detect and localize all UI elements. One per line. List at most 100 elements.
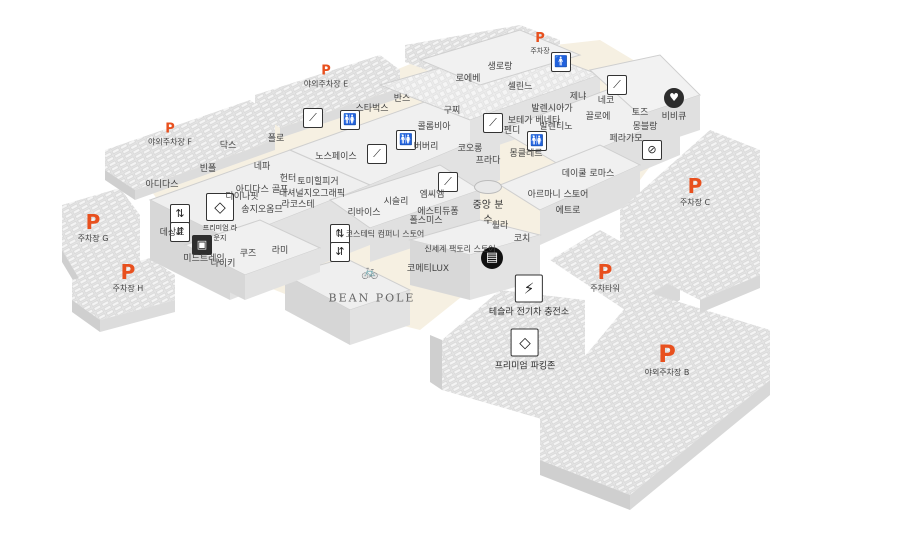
premium-lounge-label: 프리미엄 라운지 bbox=[202, 224, 238, 242]
parking-icon: P bbox=[597, 260, 613, 284]
bus-stop[interactable]: ▤ bbox=[481, 247, 503, 269]
store-label[interactable]: 내셔널지오그래픽 bbox=[278, 189, 346, 200]
store-label[interactable]: 휠라 bbox=[491, 221, 509, 232]
store-label[interactable]: 스타벅스 bbox=[355, 104, 389, 115]
smoking-icon[interactable]: ⊘ bbox=[642, 140, 662, 160]
store-label[interactable]: 코오롱 bbox=[457, 144, 483, 155]
store-label[interactable]: 제냐 bbox=[569, 92, 587, 103]
parking-top-label: 주차장 bbox=[530, 47, 550, 55]
store-label[interactable]: 페라가모 bbox=[609, 134, 643, 145]
store-label[interactable]: 미드트레인 bbox=[183, 254, 225, 265]
parking-b-pin[interactable]: P 야외주차장 B bbox=[645, 342, 690, 378]
store-label[interactable]: 로에베 bbox=[455, 74, 481, 85]
store-label[interactable]: 시슬리 bbox=[383, 197, 409, 208]
store-label[interactable]: 끌로에 bbox=[585, 112, 611, 123]
store-label[interactable]: 토미힐피거 bbox=[297, 177, 339, 188]
store-label[interactable]: 신세계 팩토리 스토어 bbox=[424, 244, 496, 254]
elevator-icon[interactable]: ⇅ bbox=[170, 204, 190, 224]
store-label[interactable]: 버버리 bbox=[413, 142, 439, 153]
tesla-charging[interactable]: ⚡ 테슬라 전기차 충전소 bbox=[488, 274, 570, 318]
elevator-icon[interactable]: ⇵ bbox=[330, 242, 350, 262]
store-label[interactable]: 아르마니 스토어 bbox=[527, 190, 589, 201]
store-label[interactable]: 프라다 bbox=[475, 156, 501, 167]
store-label[interactable]: 리바이스 bbox=[347, 208, 381, 219]
store-label[interactable]: 코메티LUX bbox=[406, 264, 450, 275]
escalator-icon[interactable]: ⟋ bbox=[607, 75, 627, 95]
store-label[interactable]: 아디다스 골프 bbox=[235, 185, 289, 196]
store-label[interactable]: 폴로 bbox=[267, 134, 285, 145]
premium-parking-label: 프리미엄 파킹존 bbox=[494, 361, 556, 372]
store-label[interactable]: 노스페이스 bbox=[315, 152, 357, 163]
escalator-icon[interactable]: ⟋ bbox=[367, 144, 387, 164]
restroom-icon[interactable]: 🚻 bbox=[527, 131, 547, 151]
store-label[interactable]: 닥스 bbox=[219, 141, 237, 152]
parking-c-block bbox=[620, 130, 760, 313]
store-label[interactable]: 더 코스테틱 컴퍼니 스토어 bbox=[335, 229, 425, 239]
store-label[interactable]: 발렌티노 bbox=[539, 122, 573, 133]
parking-icon: P bbox=[658, 340, 676, 368]
store-label[interactable]: 토즈 bbox=[631, 108, 649, 119]
elevator-icon[interactable]: ⇵ bbox=[170, 222, 190, 242]
parking-icon: P bbox=[165, 121, 175, 137]
store-label[interactable]: 다이나핏 bbox=[225, 192, 259, 203]
store-label[interactable]: 몽클레르 bbox=[509, 149, 543, 160]
premium-lounge[interactable]: ◇ 프리미엄 라운지 bbox=[200, 193, 240, 243]
store-label[interactable]: 에스티듀퐁 bbox=[417, 207, 459, 218]
parking-g-pin[interactable]: P 주차장 G bbox=[78, 212, 109, 244]
store-label[interactable]: 콜롬비아 bbox=[417, 122, 451, 133]
store-label[interactable]: 송지오옴므 bbox=[241, 205, 283, 216]
store-label[interactable]: 반스 bbox=[393, 94, 411, 105]
store-label[interactable]: 코치 bbox=[513, 234, 531, 245]
parking-f-pin[interactable]: P 야외주차장 F bbox=[148, 123, 192, 148]
ev-charger-icon: ⚡ bbox=[515, 274, 543, 303]
info-icon[interactable]: 🚹 bbox=[551, 52, 571, 72]
parking-f-label: 야외주차장 F bbox=[148, 137, 192, 147]
store-label[interactable]: 엠씨엠 bbox=[419, 190, 445, 201]
parking-top-pin[interactable]: P 주차장 bbox=[530, 32, 549, 56]
store-label[interactable]: 네파 bbox=[253, 162, 271, 173]
store-label[interactable]: 펜디 bbox=[503, 126, 521, 137]
tesla-label: 테슬라 전기차 충전소 bbox=[488, 307, 570, 318]
central-fountain[interactable]: 중앙 분수 bbox=[472, 180, 504, 226]
store-label[interactable]: 비비큐 bbox=[661, 112, 687, 123]
store-label[interactable]: 몽블랑 bbox=[632, 122, 658, 133]
escalator-icon[interactable]: ⟋ bbox=[438, 172, 458, 192]
escalator-icon[interactable]: ⟋ bbox=[303, 108, 323, 128]
parking-b-block bbox=[540, 290, 770, 510]
store-label[interactable]: 셀린느 bbox=[507, 82, 533, 93]
store-label[interactable]: 데상트 bbox=[159, 228, 185, 239]
store-label[interactable]: 빈폴 bbox=[199, 164, 217, 175]
aed-icon[interactable]: ♥ bbox=[664, 88, 684, 108]
shuttle-icon[interactable]: ▣ bbox=[192, 235, 212, 255]
store-label[interactable]: 쿠즈 bbox=[239, 249, 257, 260]
store-label[interactable]: 헌터 bbox=[279, 174, 297, 185]
parking-icon: P bbox=[321, 63, 331, 79]
parking-e-pin[interactable]: P 야외주차장 E bbox=[304, 65, 348, 90]
fountain-icon bbox=[474, 180, 502, 194]
premium-parking[interactable]: ◇ 프리미엄 파킹존 bbox=[494, 328, 556, 372]
store-label[interactable]: 에트로 bbox=[555, 206, 581, 217]
store-label[interactable]: 아디다스 bbox=[145, 180, 179, 191]
store-label[interactable]: 생로랑 bbox=[487, 62, 513, 73]
restroom-icon[interactable]: 🚻 bbox=[340, 110, 360, 130]
parking-c-pin[interactable]: P 주차장 C bbox=[680, 176, 710, 208]
escalator-icon[interactable]: ⟋ bbox=[483, 113, 503, 133]
store-label[interactable]: 폴스미스 bbox=[409, 216, 443, 227]
parking-icon: P bbox=[85, 210, 101, 234]
store-label[interactable]: 발렌시아가 bbox=[531, 104, 573, 115]
parking-c-label: 주차장 C bbox=[679, 198, 711, 207]
parking-icon: P bbox=[535, 31, 545, 46]
fountain-label: 중앙 분수 bbox=[472, 200, 504, 226]
parking-tower-pin[interactable]: P 주차타워 bbox=[590, 262, 619, 294]
parking-h-pin[interactable]: P 주차장 H bbox=[113, 262, 144, 294]
restroom-icon[interactable]: 🚻 bbox=[396, 130, 416, 150]
store-label[interactable]: 라코스테 bbox=[281, 200, 315, 211]
store-label[interactable]: 라미 bbox=[271, 246, 289, 257]
store-label[interactable]: 네코 bbox=[597, 96, 615, 107]
store-label[interactable]: 보테가 베네타 bbox=[507, 116, 561, 127]
store-label[interactable]: 데이쿨 로마스 bbox=[561, 169, 615, 180]
bus-icon: ▤ bbox=[481, 247, 503, 269]
store-label[interactable]: 구찌 bbox=[443, 106, 461, 117]
store-label[interactable]: 나이키 bbox=[210, 259, 236, 270]
diamond-icon: ◇ bbox=[206, 193, 234, 221]
